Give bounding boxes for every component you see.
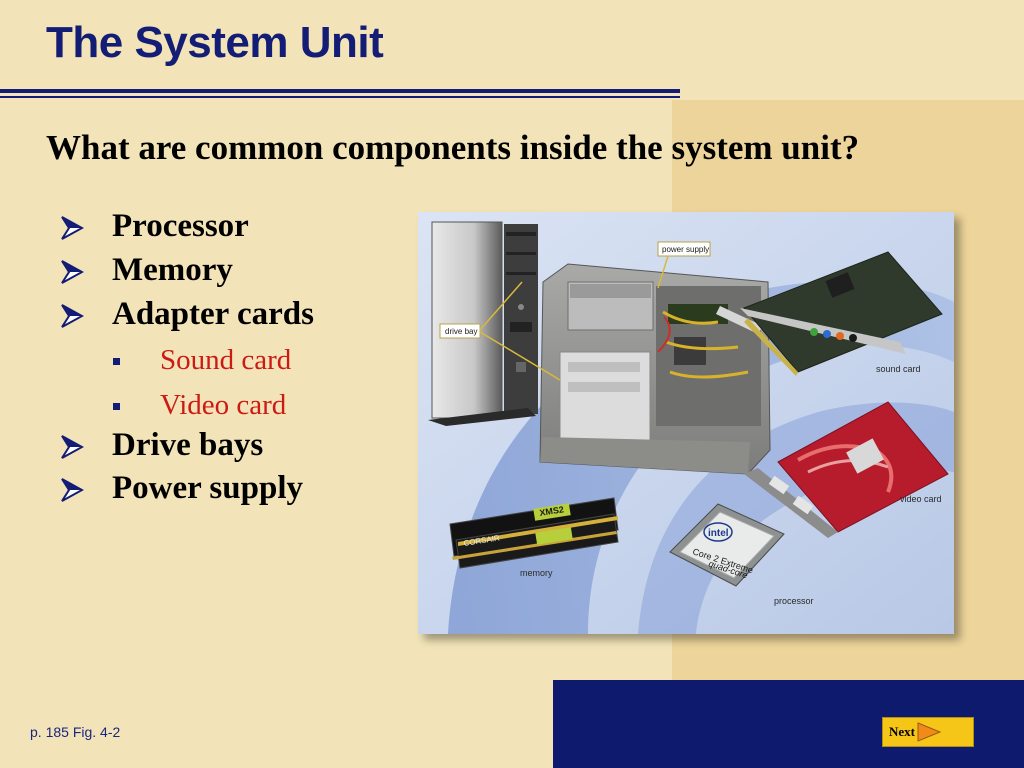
open-system-case <box>539 263 771 475</box>
power-supply-label: power supply <box>662 245 709 254</box>
bullet-drive-bays: Drive bays <box>112 427 264 463</box>
video-card: video card <box>744 401 949 538</box>
list-item: Sound card <box>113 344 292 377</box>
arrow-bullet-icon <box>61 435 84 459</box>
tower-computer <box>428 221 538 426</box>
next-button-label: Next <box>889 724 915 739</box>
next-button[interactable]: Next <box>882 717 974 747</box>
square-bullet-icon <box>113 358 120 365</box>
callout-power-supply: power supply <box>657 241 711 289</box>
bullet-power-supply: Power supply <box>112 470 304 506</box>
callout-drive-bay: drive bay <box>439 281 561 381</box>
memory-modules: XMS2 CORSAIR memory <box>449 497 619 578</box>
memory-label: memory <box>520 568 553 578</box>
arrow-bullet-icon <box>61 216 84 240</box>
title-rule-thick <box>0 89 680 93</box>
list-item: Processor <box>61 208 249 245</box>
processor-brand-text: intel <box>708 528 729 539</box>
square-bullet-icon <box>113 403 120 410</box>
arrow-right-icon <box>917 722 942 742</box>
system-unit-figure: sound card video card XMS2 CORSAIR memor… <box>418 212 954 634</box>
memory-xms-text: XMS2 <box>539 504 565 518</box>
arrow-bullet-icon <box>61 304 84 328</box>
list-item: Memory <box>61 252 233 289</box>
slide-title: The System Unit <box>46 18 384 67</box>
list-item: Drive bays <box>61 427 264 464</box>
title-rule-thin <box>0 96 680 98</box>
sound-card: sound card <box>740 251 943 376</box>
bullet-adapter-cards: Adapter cards <box>112 296 314 332</box>
sub-bullet-sound-card: Sound card <box>160 344 292 376</box>
drive-bay-label: drive bay <box>445 327 477 336</box>
video-card-label: video card <box>900 494 942 504</box>
bullet-memory: Memory <box>112 252 233 288</box>
processor-label: processor <box>774 596 814 606</box>
bullet-processor: Processor <box>112 208 249 244</box>
sound-card-label: sound card <box>876 364 921 374</box>
list-item: Video card <box>113 389 287 422</box>
list-item: Power supply <box>61 470 304 507</box>
arrow-bullet-icon <box>61 260 84 284</box>
slide-question: What are common components inside the sy… <box>46 128 860 167</box>
page-reference: p. 185 Fig. 4-2 <box>30 724 121 740</box>
arrow-bullet-icon <box>61 478 84 502</box>
sub-bullet-video-card: Video card <box>160 389 287 421</box>
list-item: Adapter cards <box>61 296 314 333</box>
